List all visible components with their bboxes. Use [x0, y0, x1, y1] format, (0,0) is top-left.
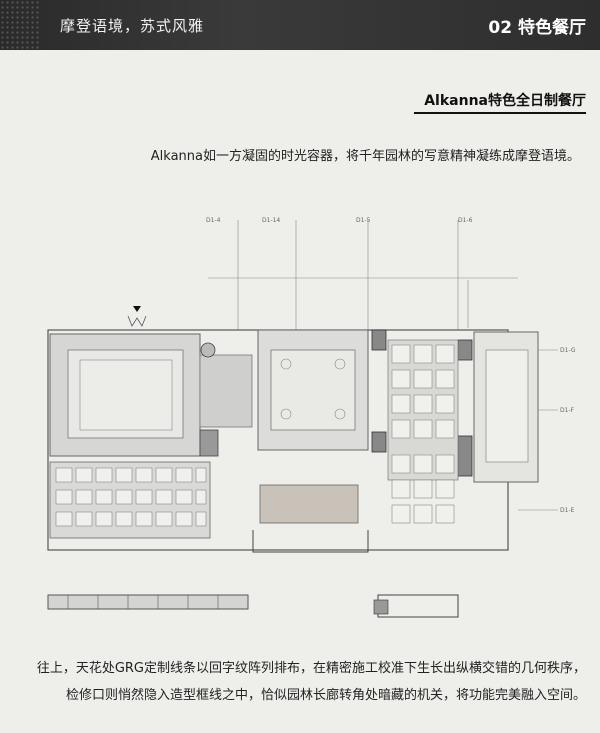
axis-label: D1-G	[560, 347, 576, 354]
floor-plan: D1-4 D1-14 D1-5 D1-6 D1-G D1-F D1-E	[38, 200, 578, 620]
floor-plan-drawing: D1-4 D1-14 D1-5 D1-6 D1-G D1-F D1-E	[47, 217, 576, 618]
header-section-title: 02 特色餐厅	[488, 18, 586, 38]
body-paragraph: 往上，天花处GRG定制线条以回字纹阵列排布，在精密施工校准下生长出纵横交错的几何…	[14, 655, 586, 709]
header-banner: 摩登语境，苏式风雅 02 特色餐厅	[0, 0, 600, 50]
section-title-underline	[414, 112, 586, 114]
axis-label: D1-6	[458, 217, 473, 224]
header-dot-pattern	[0, 0, 40, 50]
axis-label: D1-5	[356, 217, 371, 224]
section-description: Alkanna如一方凝固的时光容器，将千年园林的写意精神凝练成摩登语境。	[150, 149, 580, 164]
paragraph-line: 往上，天花处GRG定制线条以回字纹阵列排布，在精密施工校准下生长出纵横交错的几何…	[36, 661, 586, 676]
header-slogan: 摩登语境，苏式风雅	[60, 17, 205, 35]
axis-label: D1-E	[560, 507, 575, 514]
section-title: Alkanna特色全日制餐厅	[424, 93, 586, 109]
axis-label: D1-F	[560, 407, 575, 414]
axis-label: D1-14	[262, 217, 280, 224]
paragraph-line: 检修口则悄然隐入造型框线之中，恰似园林长廊转角处暗藏的机关，将功能完美融入空间。	[65, 688, 586, 703]
axis-label: D1-4	[206, 217, 221, 224]
